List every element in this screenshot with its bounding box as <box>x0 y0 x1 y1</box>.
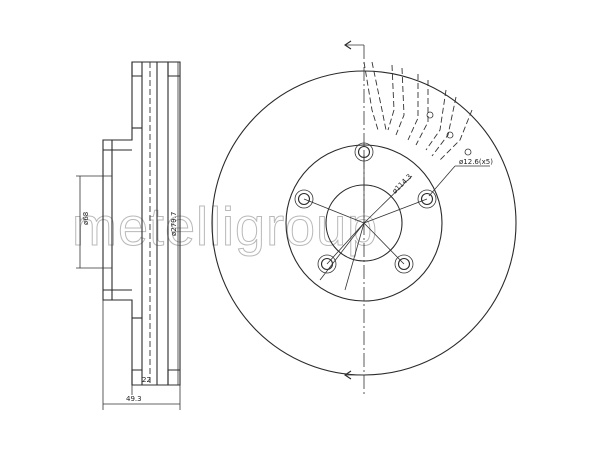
bolt-hole <box>297 192 311 206</box>
watermark-text: metelligroup <box>72 197 378 257</box>
bolt-hole <box>420 192 434 206</box>
bolt-circle-dim-label: ø114.3 <box>391 173 414 196</box>
thickness-dim-label: 22 <box>142 376 151 384</box>
bolt-hole-dim-label: ø12.6(x5) <box>459 158 493 166</box>
hub-bore-dim-label: ø68 <box>82 212 90 225</box>
outer-diameter-dim-label: ø279.7 <box>170 212 178 236</box>
bolt-hole <box>397 257 411 271</box>
side-view: ø68 ø279.7 22 49.3 <box>76 61 181 410</box>
total-height-dim-label: 49.3 <box>126 395 142 403</box>
side-outline <box>102 61 181 386</box>
